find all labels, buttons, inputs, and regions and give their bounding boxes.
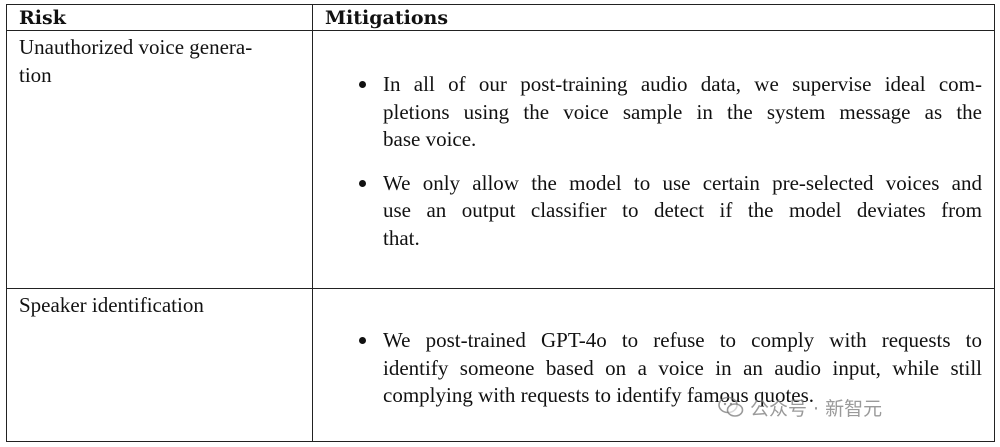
mitigation-text-line: We only allow the model to use certain p… [383,170,982,195]
bullet-icon [359,337,366,344]
wechat-icon [718,396,744,417]
header-mitigations: Mitigations [312,4,995,31]
mitigation-text-line: In all of our post-training audio data, … [383,72,982,96]
risk-text: Unauthorized voice genera- tion [7,31,312,89]
bullet-icon [359,179,366,187]
mitigation-text-line: complying with requests to identify famo… [383,383,815,407]
watermark-text: 公众号 · 新智元 [750,397,883,420]
mitigation-text-line: We post-trained GPT-4o to refuse to comp… [383,328,982,352]
mitigation-text-line: pletions using the voice sample in the s… [383,99,982,124]
list-item: In all of our post-training audio data, … [313,71,994,154]
mitigations-cell: We post-trained GPT-4o to refuse to comp… [312,288,995,442]
table-row: Unauthorized voice genera- tion In all o… [6,30,995,289]
mitigation-text-line: base voice. [383,127,477,151]
watermark: 公众号 · 新智元 [718,392,882,422]
mitigation-list: In all of our post-training audio data, … [313,31,994,252]
mitigations-cell: In all of our post-training audio data, … [312,30,995,289]
mitigation-text-line: that. [383,225,420,250]
risk-text-line: Speaker identification [19,293,204,317]
risk-mitigation-table: Risk Mitigations Unauthorized voice gene… [6,4,995,442]
mitigation-list: We post-trained GPT-4o to refuse to comp… [313,289,994,410]
risk-cell: Unauthorized voice genera- tion [6,30,313,289]
risk-text-line: Unauthorized voice genera- [19,35,253,59]
risk-text-line: tion [19,63,52,87]
mitigation-text-line: use an output classifier to detect if th… [383,198,982,222]
table-row: Speaker identification We post-trained G… [6,288,995,442]
table-header-row: Risk Mitigations [6,4,995,31]
list-item: We post-trained GPT-4o to refuse to comp… [313,327,994,410]
risk-cell: Speaker identification [6,288,313,442]
risk-text: Speaker identification [7,289,312,319]
header-risk: Risk [6,4,313,31]
list-item: We only allow the model to use certain p… [313,170,994,253]
bullet-icon [359,81,366,88]
mitigation-text-line: identify someone based on a voice in an … [383,355,982,380]
